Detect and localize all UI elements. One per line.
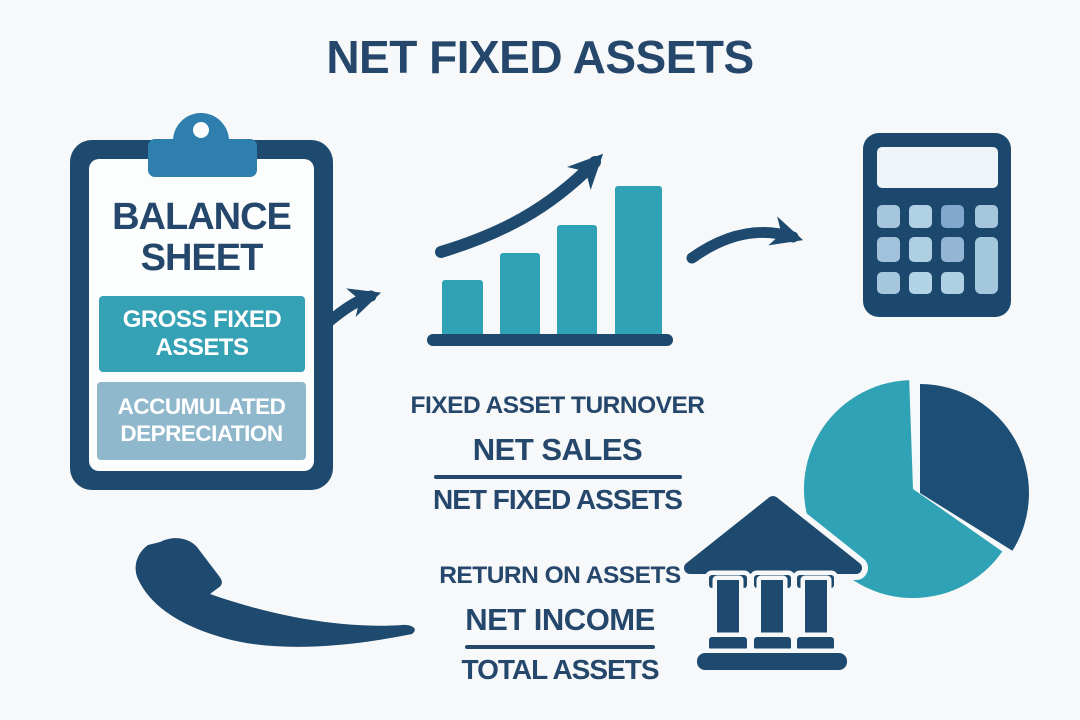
- accumulated-depreciation-box: ACCUMULATED DEPRECIATION: [97, 382, 306, 460]
- pie-chart-icon: [803, 380, 1029, 599]
- growth-arrow-icon: [435, 153, 604, 258]
- bank-pillars: [704, 570, 839, 655]
- curved-connector-arrow-icon: [686, 216, 804, 264]
- calculator-button: [877, 237, 900, 262]
- calculator-button: [909, 237, 932, 262]
- calculator-icon: [863, 133, 1011, 317]
- bar: [557, 225, 597, 342]
- bank-icon: [678, 490, 868, 675]
- clipboard-heading-line1: BALANCE: [112, 196, 292, 238]
- clipboard-heading: BALANCE SHEET: [89, 196, 314, 280]
- clipboard-heading-line2: SHEET: [140, 237, 264, 280]
- clip-hole: [193, 122, 209, 138]
- clip-bar: [148, 139, 257, 177]
- formula-numerator: NET SALES: [472, 432, 643, 467]
- calculator-button: [909, 272, 932, 294]
- calculator-button-tall: [975, 237, 998, 294]
- fixed-asset-turnover-formula: FIXED ASSET TURNOVER NET SALES NET FIXED…: [370, 392, 745, 516]
- bank-pillar-capital: [792, 632, 839, 655]
- fraction-line: [465, 645, 655, 649]
- calculator-button: [941, 237, 964, 262]
- curved-connector-arrow-icon: [320, 288, 382, 330]
- bar: [500, 253, 540, 342]
- gross-box-line1: GROSS FIXED: [122, 305, 282, 333]
- bank-base: [692, 648, 852, 675]
- pie-slice-navy: [920, 384, 1029, 551]
- formula-denominator: TOTAL ASSETS: [461, 654, 660, 685]
- rising-bar-chart-icon: [427, 153, 673, 346]
- formula-numerator: NET INCOME: [465, 602, 655, 637]
- bank-roof: [684, 496, 862, 574]
- formula-title: FIXED ASSET TURNOVER: [410, 392, 705, 419]
- formula-denominator: NET FIXED ASSETS: [432, 484, 683, 515]
- return-on-assets-formula: RETURN ON ASSETS NET INCOME TOTAL ASSETS: [380, 562, 740, 686]
- calculator-button: [909, 205, 932, 228]
- page-title: NET FIXED ASSETS: [326, 31, 754, 83]
- calculator-button: [877, 205, 900, 228]
- accum-box-line1: ACCUMULATED: [117, 394, 286, 420]
- bar: [442, 280, 483, 342]
- bar: [615, 186, 662, 342]
- gross-fixed-assets-box: GROSS FIXED ASSETS: [99, 296, 305, 372]
- formula-title: RETURN ON ASSETS: [439, 562, 681, 589]
- bar-chart-baseline: [427, 334, 673, 346]
- swoosh-return-arrow-icon: [135, 538, 415, 647]
- gross-box-line2: ASSETS: [155, 334, 249, 361]
- accum-box-line2: DEPRECIATION: [120, 421, 283, 446]
- fraction-line: [433, 475, 682, 479]
- calculator-button: [975, 205, 998, 228]
- calculator-button: [941, 205, 964, 228]
- calculator-button: [941, 272, 964, 294]
- calculator-button: [877, 272, 900, 294]
- calculator-display: [877, 147, 998, 188]
- bank-pillar-capital: [749, 632, 796, 655]
- pie-slice-teal: [803, 380, 1003, 599]
